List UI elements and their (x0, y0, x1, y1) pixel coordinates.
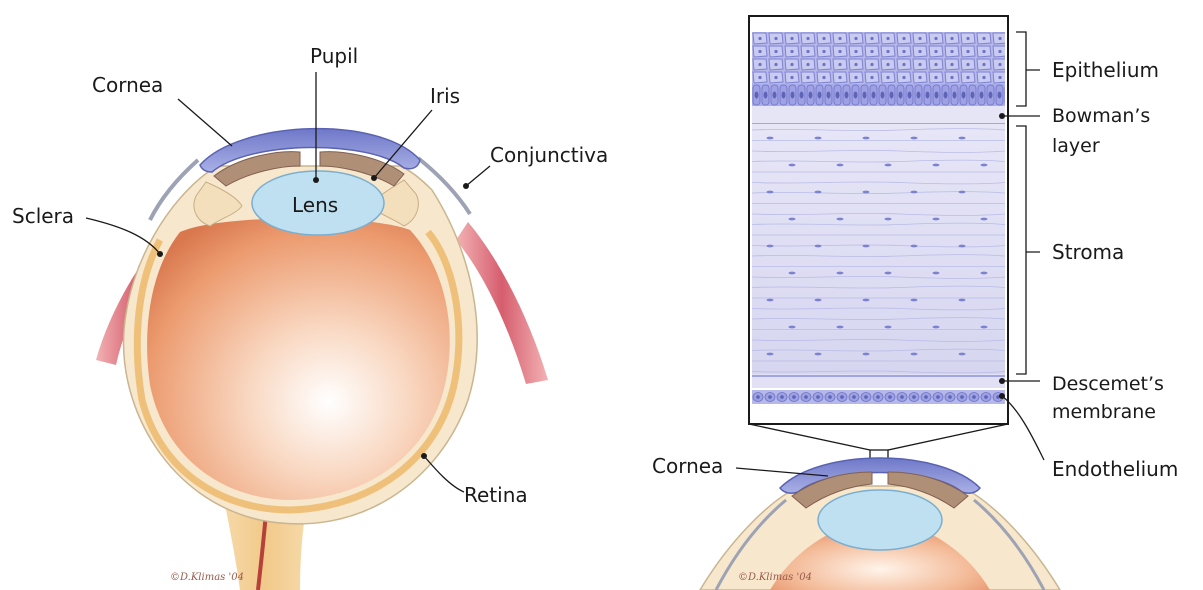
keratocyte-nucleus (815, 245, 822, 248)
keratocyte-nucleus (767, 137, 774, 140)
keratocyte-nucleus (933, 164, 940, 167)
epithelium-basal-layer (752, 84, 1005, 106)
bowmans-layer (752, 106, 1005, 124)
label-endothelium: Endothelium (1052, 457, 1178, 481)
keratocyte-nucleus (885, 164, 892, 167)
keratocyte-nucleus (789, 272, 796, 275)
label-iris: Iris (430, 84, 460, 108)
keratocyte-nucleus (981, 164, 988, 167)
label-lens: Lens (292, 193, 338, 217)
small-lens (818, 490, 942, 550)
bracket-epithelium (1016, 32, 1040, 106)
keratocyte-nucleus (933, 326, 940, 329)
keratocyte-nucleus (863, 191, 870, 194)
keratocyte-nucleus (933, 272, 940, 275)
keratocyte-nucleus (767, 353, 774, 356)
keratocyte-nucleus (863, 137, 870, 140)
label-cornea-small: Cornea (652, 454, 723, 478)
endothelium-layer (752, 390, 1005, 404)
keratocyte-nucleus (767, 191, 774, 194)
keratocyte-nucleus (911, 137, 918, 140)
keratocyte-nucleus (911, 245, 918, 248)
keratocyte-nucleus (863, 299, 870, 302)
label-cornea: Cornea (92, 73, 163, 97)
keratocyte-nucleus (789, 218, 796, 221)
epithelium-layer (752, 32, 1005, 86)
keratocyte-nucleus (815, 353, 822, 356)
keratocyte-nucleus (885, 218, 892, 221)
cornea-layer-panel: Epithelium Bowman’s layer Stroma Desceme… (749, 16, 1178, 481)
label-descemets-line1: Descemet’s (1052, 373, 1164, 395)
keratocyte-nucleus (885, 326, 892, 329)
signature-left: ©D.Klimas '04 (170, 572, 244, 583)
keratocyte-nucleus (981, 218, 988, 221)
keratocyte-nucleus (815, 137, 822, 140)
keratocyte-nucleus (789, 326, 796, 329)
eye-front-detail: Cornea ©D.Klimas '04 (652, 454, 1060, 590)
keratocyte-nucleus (815, 191, 822, 194)
keratocyte-nucleus (837, 164, 844, 167)
bracket-stroma (1016, 126, 1040, 374)
keratocyte-nucleus (911, 299, 918, 302)
label-retina: Retina (464, 483, 528, 507)
label-sclera: Sclera (12, 204, 74, 228)
keratocyte-nucleus (981, 326, 988, 329)
label-epithelium: Epithelium (1052, 58, 1159, 82)
label-pupil: Pupil (310, 44, 358, 68)
keratocyte-nucleus (911, 353, 918, 356)
keratocyte-nucleus (959, 299, 966, 302)
keratocyte-nucleus (981, 272, 988, 275)
keratocyte-nucleus (863, 353, 870, 356)
keratocyte-nucleus (837, 218, 844, 221)
keratocyte-nucleus (767, 299, 774, 302)
keratocyte-nucleus (933, 218, 940, 221)
keratocyte-nucleus (959, 137, 966, 140)
stroma-layer (752, 124, 1005, 374)
keratocyte-nucleus (815, 299, 822, 302)
leader-cornea (178, 99, 232, 146)
keratocyte-nucleus (837, 326, 844, 329)
label-conjunctiva: Conjunctiva (490, 143, 608, 167)
keratocyte-nucleus (789, 164, 796, 167)
leader-conjunctiva (466, 166, 490, 186)
label-descemets-line2: membrane (1052, 401, 1156, 423)
keratocyte-nucleus (959, 245, 966, 248)
keratocyte-nucleus (959, 353, 966, 356)
keratocyte-nucleus (885, 272, 892, 275)
label-stroma: Stroma (1052, 240, 1124, 264)
label-bowmans-line1: Bowman’s (1052, 105, 1150, 127)
keratocyte-nucleus (911, 191, 918, 194)
eye-cross-section: Pupil Cornea Iris Conjunctiva Sclera Len… (12, 44, 608, 590)
keratocyte-nucleus (959, 191, 966, 194)
keratocyte-nucleus (863, 245, 870, 248)
signature-right: ©D.Klimas '04 (738, 572, 812, 583)
keratocyte-nucleus (837, 272, 844, 275)
keratocyte-nucleus (767, 245, 774, 248)
zoom-funnel (749, 424, 1008, 450)
label-bowmans-line2: layer (1052, 135, 1100, 157)
